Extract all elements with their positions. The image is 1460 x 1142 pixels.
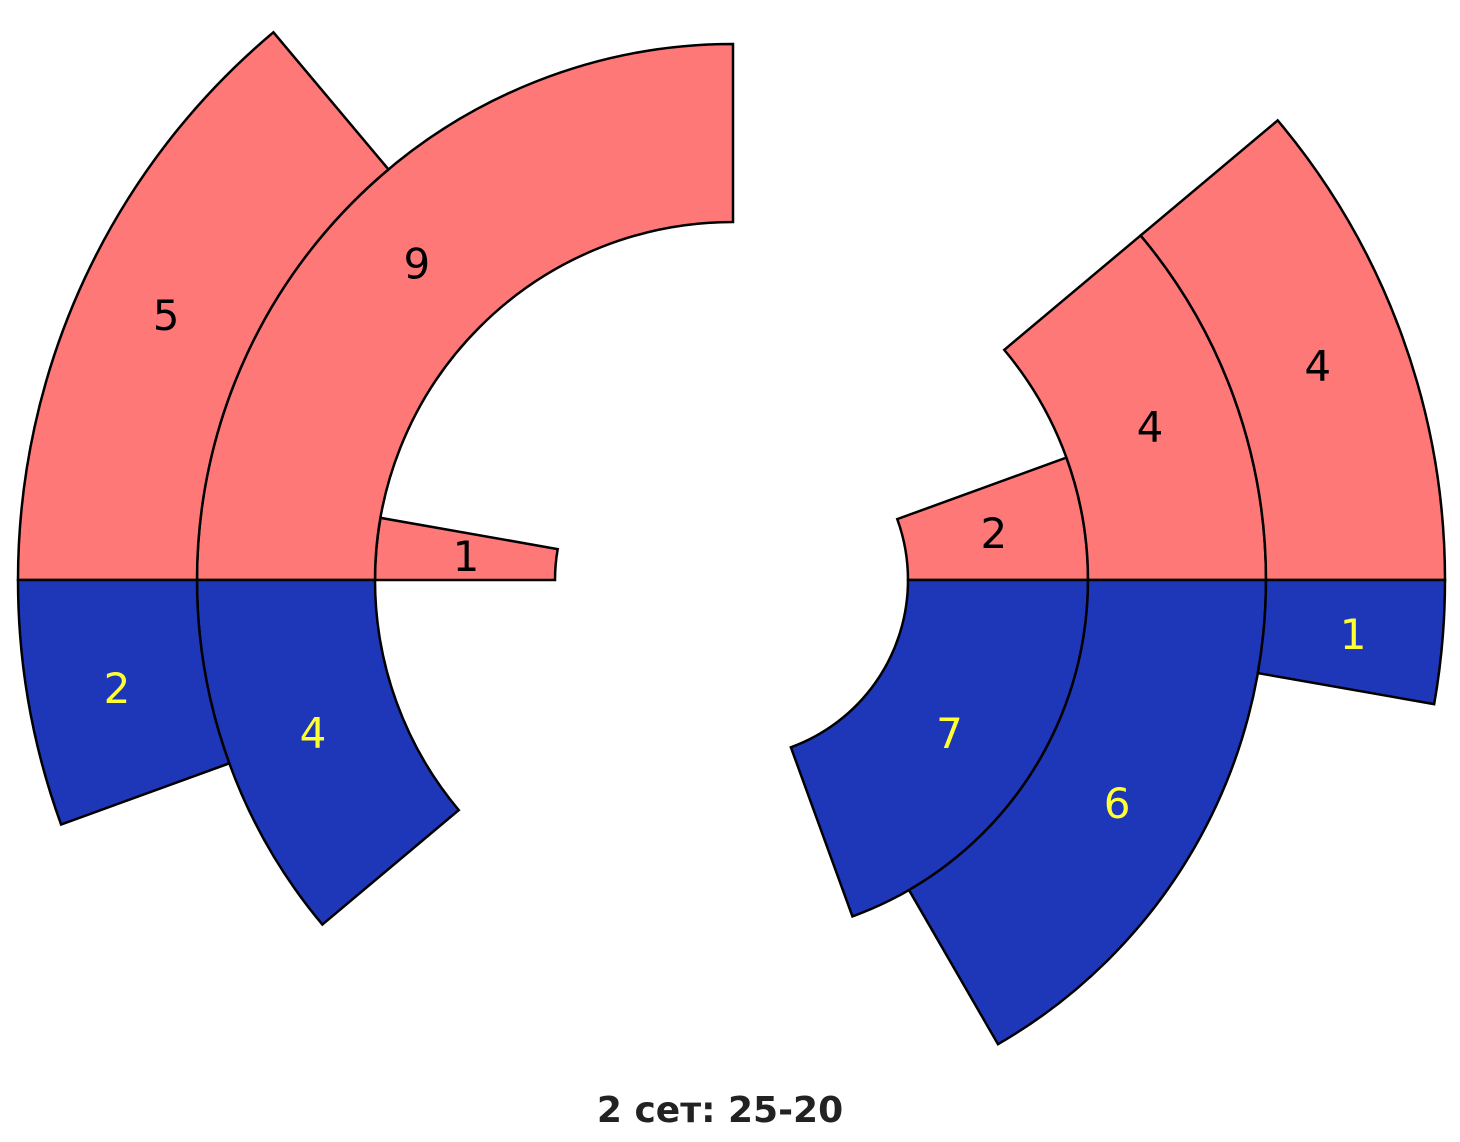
right-ring-3-blue-segment — [1256, 578, 1447, 706]
left-ring-3-red-label: 5 — [153, 291, 180, 340]
left-ring-2-red-label: 9 — [404, 239, 431, 288]
right-ring-2-red-label: 4 — [1137, 403, 1164, 452]
right-ring-3-blue-label: 1 — [1340, 610, 1367, 659]
left-ring-1-red-label: 1 — [453, 532, 480, 581]
right-ring-1-red-label: 2 — [981, 509, 1008, 558]
left-ring-2-blue-segment — [195, 578, 461, 927]
left-ring-2-blue-label: 4 — [300, 708, 327, 757]
right-ring-3-red-label: 4 — [1304, 342, 1331, 391]
left-ring-3-blue-segment — [16, 578, 231, 827]
chart-title: 2 сет: 25-20 — [596, 1090, 844, 1131]
right-ring-2-blue-segment — [907, 578, 1268, 1046]
right-ring-2-blue-label: 6 — [1104, 779, 1131, 828]
left-ring-3-red-segment — [16, 30, 391, 582]
left-ring-3-blue-label: 2 — [104, 664, 131, 713]
right-ring-3-red-segment — [1138, 118, 1447, 582]
right-ring-1-blue-label: 7 — [936, 709, 963, 758]
